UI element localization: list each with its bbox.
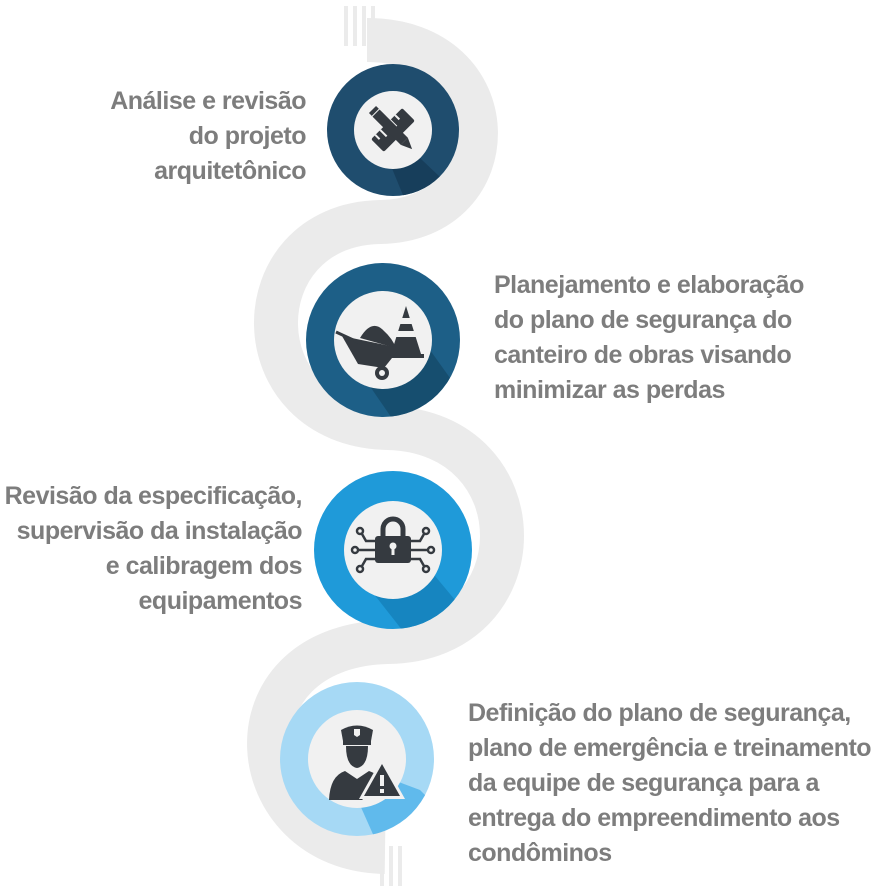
- step-1-label: Análise e revisão do projeto arquitetôni…: [110, 87, 306, 185]
- step-1-node: [327, 64, 459, 196]
- step-2-label: Planejamento e elaboração do plano de se…: [494, 271, 804, 404]
- security-guard-warning-icon: [329, 725, 405, 800]
- step-4-label: Definição do plano de segurança, plano d…: [468, 699, 872, 867]
- step-4-node: [280, 682, 434, 836]
- step-3-label: Revisão da especificação, supervisão da …: [4, 482, 303, 615]
- ruler-pencil-icon: [368, 105, 415, 152]
- winding-path: [247, 6, 524, 886]
- wheelbarrow-cone-icon: [335, 306, 424, 380]
- circuit-padlock-icon: [350, 516, 436, 574]
